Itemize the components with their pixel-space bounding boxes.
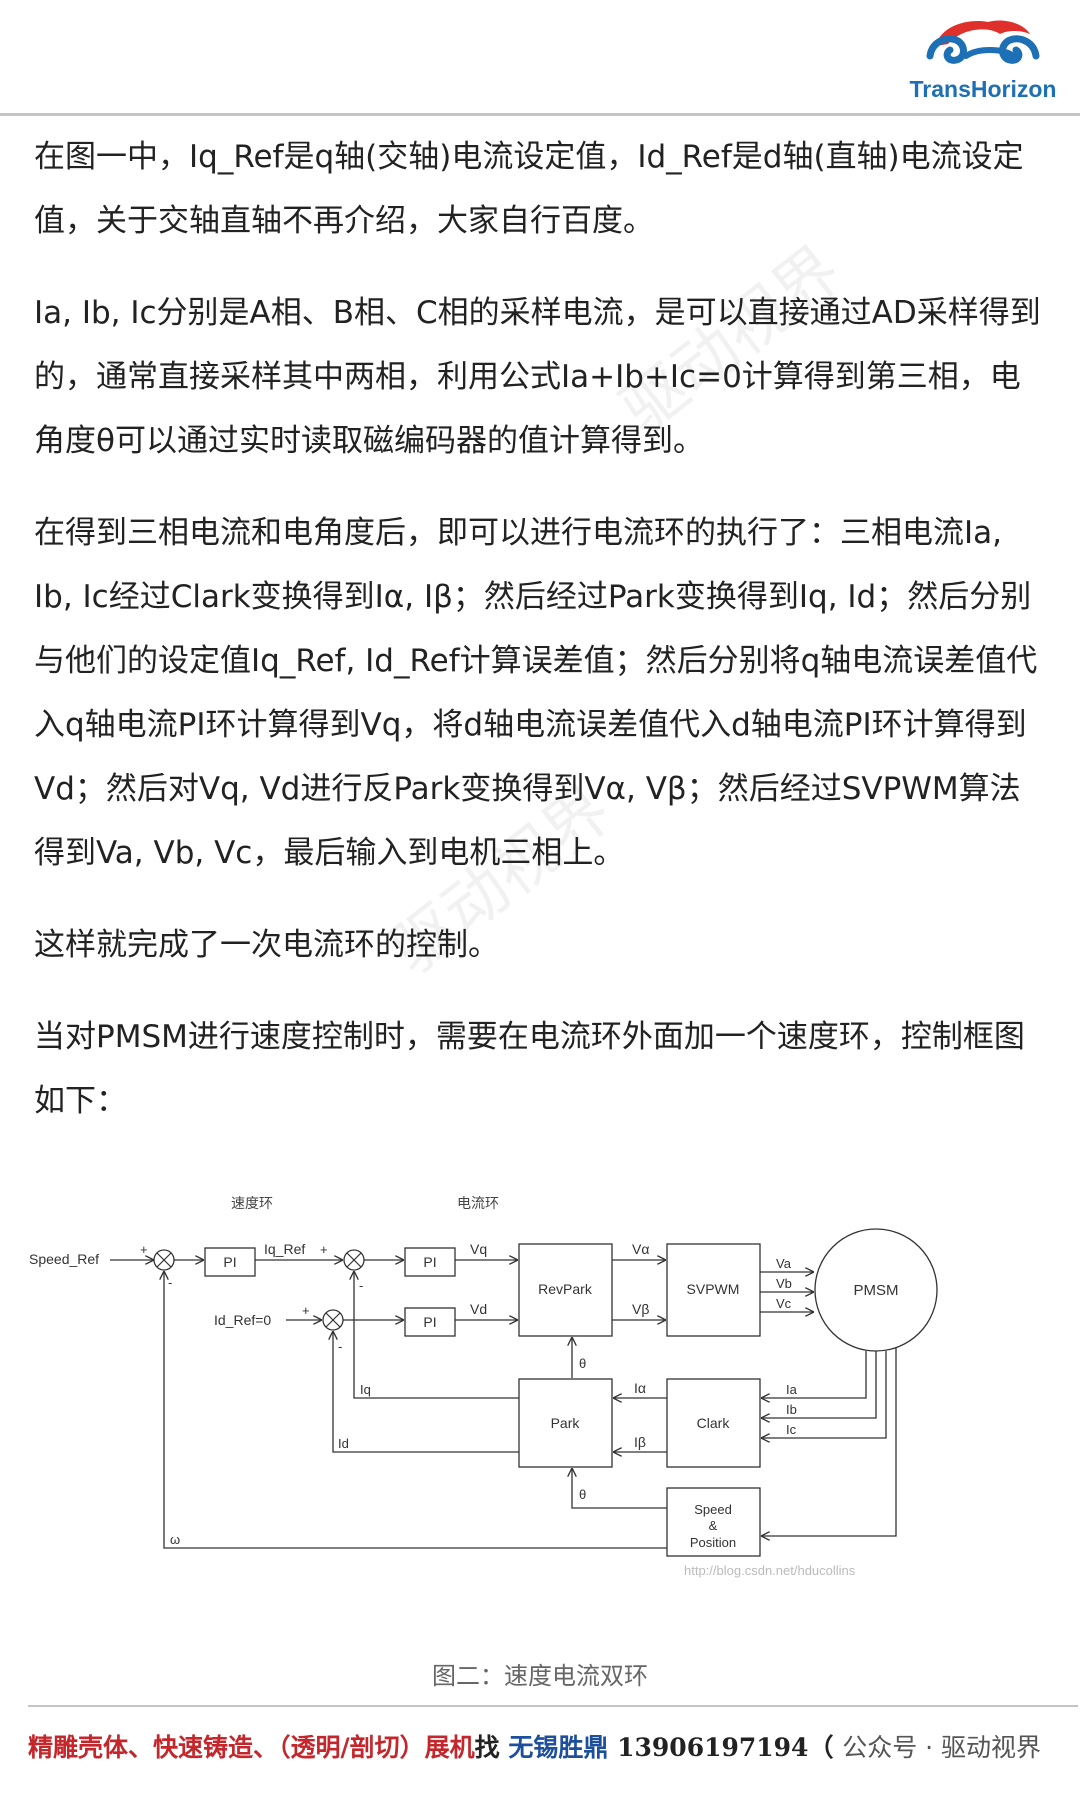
transhorizon-logo: TransHorizon [908, 12, 1058, 104]
pi-label: PI [423, 1314, 436, 1330]
article-body: 在图一中，Iq_Ref是q轴(交轴)电流设定值，Id_Ref是d轴(直轴)电流设… [34, 125, 1049, 1161]
diagram-svg: 速度环 电流环 Speed_Ref + - PI Iq_Ref + - PI [29, 1195, 938, 1578]
pi-label: PI [223, 1254, 236, 1270]
vd-label: Vd [470, 1301, 487, 1317]
figure-caption: 图二：速度电流双环 [432, 1662, 648, 1690]
amp-label: & [709, 1518, 718, 1533]
footer-ad: 精雕壳体、快速铸造、（透明/剖切）展机找 无锡胜鼎 13906197194（ 公… [28, 1728, 1068, 1778]
omega-label: ω [170, 1532, 180, 1547]
theta-park-line [572, 1468, 667, 1509]
svpwm-label: SVPWM [687, 1281, 740, 1297]
paragraph: 当对PMSM进行速度控制时，需要在电流环外面加一个速度环，控制框图如下： [34, 1019, 1025, 1119]
ia-label: Ia [786, 1382, 798, 1397]
pi-label: PI [423, 1254, 436, 1270]
car-swirl-logo-icon [926, 20, 1040, 64]
ic-feedback-line [761, 1351, 887, 1438]
iq-feedback-line [354, 1271, 519, 1399]
ic-label: Ic [786, 1422, 797, 1437]
footer-divider [28, 1705, 1078, 1707]
iq-label: Iq [360, 1382, 371, 1397]
vc-label: Vc [776, 1296, 792, 1311]
i-beta-label: Iβ [634, 1434, 646, 1450]
q-pi-block [404, 1247, 456, 1277]
minus-sign: - [359, 1278, 363, 1293]
paragraph: 这样就完成了一次电流环的控制。 [34, 927, 499, 963]
vb-label: Vb [776, 1276, 792, 1291]
ad-find-text: 找 [474, 1733, 500, 1762]
ad-company-text: 无锡胜鼎 [508, 1733, 609, 1762]
plus-sign: + [302, 1303, 310, 1318]
v-beta-label: Vβ [632, 1301, 649, 1317]
vq-label: Vq [470, 1241, 487, 1257]
pmsm-label: PMSM [854, 1282, 899, 1299]
clark-label: Clark [697, 1415, 731, 1431]
speed-ref-label: Speed_Ref [29, 1251, 99, 1267]
park-block [518, 1378, 613, 1468]
theta-label: θ [579, 1487, 586, 1502]
id-ref-label: Id_Ref=0 [214, 1312, 271, 1328]
speed-pi-block [204, 1247, 256, 1277]
position-label: Position [690, 1535, 736, 1550]
speed-summing-junction [153, 1249, 175, 1271]
ad-phone-text: 13906197194（ [617, 1733, 834, 1762]
svpwm-block [666, 1243, 761, 1337]
q-summing-junction [343, 1249, 365, 1271]
wechat-account-label: 公众号 · 驱动视界 [842, 1733, 1042, 1762]
omega-feedback-line [164, 1271, 667, 1549]
paragraph: Ia, Ib, Ic分别是A相、B相、C相的采样电流，是可以直接通过AD采样得到… [34, 295, 1041, 459]
ia-feedback-line [761, 1351, 867, 1398]
va-label: Va [776, 1256, 792, 1271]
control-block-diagram: 速度环 电流环 Speed_Ref + - PI Iq_Ref + - PI [24, 1195, 1064, 1636]
paragraph: 在图一中，Iq_Ref是q轴(交轴)电流设定值，Id_Ref是d轴(直轴)电流设… [34, 139, 1024, 239]
clark-block [666, 1378, 761, 1468]
current-loop-label: 电流环 [457, 1196, 499, 1211]
plus-sign: + [140, 1242, 148, 1257]
revpark-block [518, 1243, 613, 1337]
source-url-watermark: http://blog.csdn.net/hducollins [684, 1563, 856, 1578]
park-label: Park [551, 1415, 581, 1431]
id-label: Id [338, 1436, 349, 1451]
ib-feedback-line [761, 1351, 877, 1418]
header-divider [0, 113, 1080, 116]
speed-position-block [666, 1487, 761, 1557]
v-alpha-label: Vα [632, 1241, 649, 1257]
i-alpha-label: Iα [634, 1380, 646, 1396]
id-feedback-line [333, 1331, 519, 1453]
minus-sign: - [338, 1339, 342, 1354]
encoder-feedback-line [761, 1348, 897, 1536]
revpark-label: RevPark [538, 1281, 593, 1297]
ib-label: Ib [786, 1402, 797, 1417]
d-summing-junction [322, 1309, 344, 1331]
iq-ref-label: Iq_Ref [264, 1241, 305, 1257]
d-pi-block [404, 1307, 456, 1337]
theta-label: θ [579, 1356, 586, 1371]
logo-text: TransHorizon [909, 76, 1057, 102]
speed-loop-label: 速度环 [231, 1196, 273, 1211]
ad-services-text: 精雕壳体、快速铸造、（透明/剖切）展机 [28, 1733, 475, 1762]
speed-label: Speed [694, 1502, 732, 1517]
plus-sign: + [320, 1242, 328, 1257]
paragraph: 在得到三相电流和电角度后，即可以进行电流环的执行了：三相电流Ia, Ib, Ic… [34, 515, 1038, 871]
minus-sign: - [168, 1275, 172, 1290]
